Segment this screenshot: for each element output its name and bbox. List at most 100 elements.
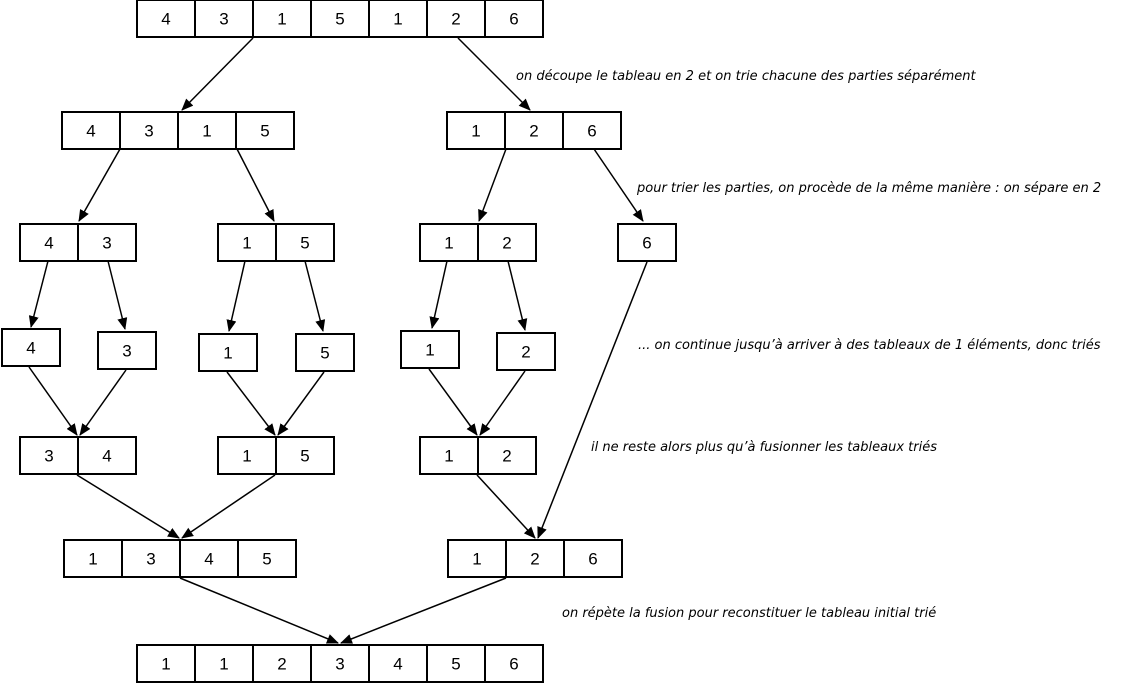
arrow (28, 260, 49, 328)
array-cell (97, 331, 157, 370)
arrow (457, 37, 531, 111)
array-cell-value: 3 (219, 10, 228, 29)
array-cell (252, 644, 312, 683)
array-cell (426, 644, 486, 683)
arrow (107, 260, 128, 330)
note-merge: il ne reste alors plus qu’à fusionner le… (591, 440, 937, 455)
array-cell (562, 111, 622, 150)
array-cell-value: 4 (102, 447, 111, 466)
array-cell-value: 1 (472, 550, 481, 569)
array-cell-value: 2 (521, 343, 530, 362)
arrow (226, 260, 246, 332)
array-cell-value: 2 (451, 10, 460, 29)
array-cell-value: 1 (444, 234, 453, 253)
arrow (226, 371, 276, 436)
arrow (181, 37, 254, 111)
array-cell (617, 223, 677, 262)
array-d5: 2 (496, 332, 556, 371)
array-cell-value: 2 (277, 655, 286, 674)
arrow (428, 368, 478, 436)
note-recurse: pour trier les parties, on procède de la… (636, 181, 1101, 196)
array-cell-value: 1 (277, 10, 286, 29)
array-d1: 3 (97, 331, 157, 370)
array-cell (477, 223, 537, 262)
array-cell-value: 1 (242, 447, 251, 466)
array-cell (217, 436, 277, 475)
arrow (593, 148, 644, 222)
array-cell (310, 0, 370, 38)
array-cell (484, 644, 544, 683)
array-cell-value: 4 (393, 655, 402, 674)
array-cell (275, 436, 335, 475)
arrow (537, 261, 648, 539)
array-cell (77, 223, 137, 262)
array-cell-value: 3 (44, 447, 53, 466)
array-cell-value: 5 (335, 10, 344, 29)
note-single-elements: ... on continue jusqu’à arriver à des ta… (638, 338, 1101, 353)
arrow (478, 148, 507, 222)
array-cell-value: 5 (300, 234, 309, 253)
array-cell (61, 111, 121, 150)
arrow (28, 366, 78, 436)
arrow (236, 148, 275, 222)
array-cell-value: 2 (529, 122, 538, 141)
array-cell-value: 1 (88, 550, 97, 569)
array-cell-value: 4 (44, 234, 53, 253)
array-cell (194, 644, 254, 683)
array-cell-value: 1 (219, 655, 228, 674)
array-f1: 1 2 6 (447, 539, 623, 578)
arrow (479, 370, 526, 436)
array-cell-value: 3 (144, 122, 153, 141)
arrow (79, 369, 127, 436)
arrow (179, 577, 339, 644)
array-cell-value: 4 (26, 339, 35, 358)
arrow (476, 474, 536, 539)
array-cell-value: 5 (300, 447, 309, 466)
array-d3: 5 (295, 333, 355, 372)
array-cell (310, 644, 370, 683)
array-cell (1, 328, 61, 367)
array-cell (194, 0, 254, 38)
array-cell-value: 4 (204, 550, 213, 569)
array-cell (179, 539, 239, 578)
array-cell (563, 539, 623, 578)
array-cell-value: 4 (161, 10, 170, 29)
array-cell-value: 3 (146, 550, 155, 569)
array-cell (77, 436, 137, 475)
array-cell-value: 6 (588, 550, 597, 569)
array-cell-value: 2 (530, 550, 539, 569)
array-cell (136, 644, 196, 683)
array-cell (237, 539, 297, 578)
arrow (277, 371, 325, 436)
array-d4: 1 (400, 330, 460, 369)
notes-layer: on découpe le tableau en 2 et on trie ch… (516, 69, 1101, 621)
array-cell (368, 644, 428, 683)
array-d2: 1 (198, 333, 258, 372)
array-cell (400, 330, 460, 369)
array-cell-value: 1 (425, 341, 434, 360)
array-c3: 6 (617, 223, 677, 262)
array-cell (477, 436, 537, 475)
array-cell (496, 332, 556, 371)
note-split: on découpe le tableau en 2 et on trie ch… (516, 69, 976, 84)
array-cell (235, 111, 295, 150)
array-cell-value: 4 (86, 122, 95, 141)
array-cell-value: 1 (223, 344, 232, 363)
array-cell (121, 539, 181, 578)
array-cell (446, 111, 506, 150)
array-cell-value: 1 (202, 122, 211, 141)
note-repeat-merge: on répète la fusion pour reconstituer le… (562, 606, 936, 621)
array-cell (295, 333, 355, 372)
array-cell-value: 6 (509, 10, 518, 29)
array-cell-value: 3 (102, 234, 111, 253)
array-cell-value: 6 (587, 122, 596, 141)
